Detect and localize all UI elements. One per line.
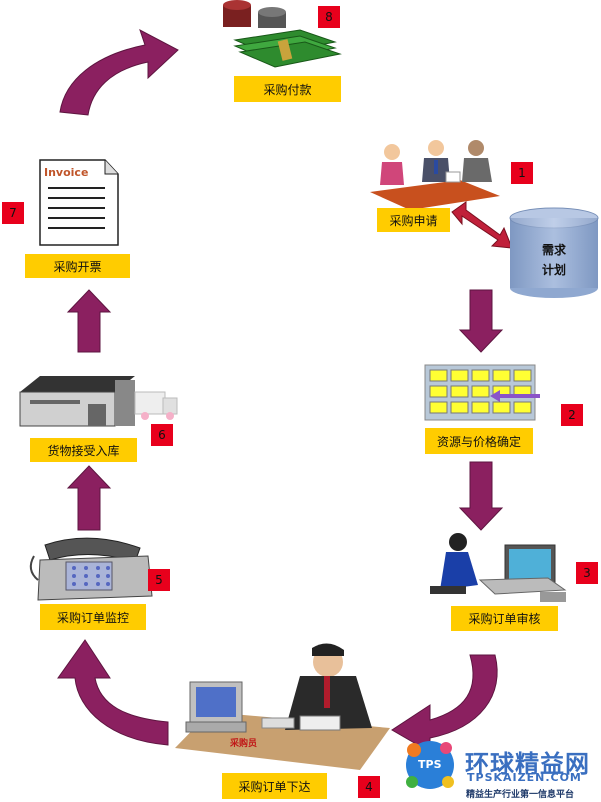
- step-8-label: 采购付款: [234, 76, 341, 102]
- step-1-label: 采购申请: [377, 208, 450, 232]
- curved-arrow-3-to-4: [392, 655, 497, 752]
- watermark-code: TPSKAIZEN.COM: [467, 771, 582, 784]
- connector-request-to-database: [452, 202, 512, 248]
- meeting-icon: [370, 140, 500, 210]
- step-7-number: 7: [2, 202, 24, 224]
- arrow-up-6-to-7: [68, 290, 110, 352]
- tps-logo-text: TPS: [418, 758, 442, 771]
- database-line-1: 需求: [510, 240, 598, 260]
- step-7-label: 采购开票: [25, 254, 130, 278]
- step-1-number: 1: [511, 162, 533, 184]
- warehouse-icon: [20, 376, 135, 426]
- computer-user-icon: [430, 533, 566, 602]
- desk-sign: 采购员: [230, 736, 257, 749]
- database-label: 需求 计划: [510, 240, 598, 280]
- telephone-icon: [31, 538, 152, 600]
- curved-arrow-4-to-5: [58, 640, 168, 745]
- database-line-2: 计划: [510, 260, 598, 280]
- step-4-label: 采购订单下达: [222, 773, 327, 799]
- step-3-label: 采购订单审核: [451, 606, 558, 631]
- arrow-down-2-to-3: [460, 462, 502, 530]
- arrow-up-5-to-6: [68, 466, 110, 530]
- step-5-number: 5: [148, 569, 170, 591]
- step-3-number: 3: [576, 562, 598, 584]
- grid-panel-icon: [425, 365, 540, 420]
- step-2-label: 资源与价格确定: [425, 428, 533, 454]
- step-6-number: 6: [151, 424, 173, 446]
- curved-arrow-7-to-8: [60, 30, 178, 115]
- arrow-down-1-to-2: [460, 290, 502, 352]
- step-2-number: 2: [561, 404, 583, 426]
- step-5-label: 采购订单监控: [40, 604, 146, 630]
- watermark-tagline: 精益生产行业第一信息平台: [466, 787, 574, 800]
- truck-icon: [135, 392, 177, 420]
- invoice-heading: Invoice: [44, 166, 88, 179]
- step-4-number: 4: [358, 776, 380, 798]
- manager-on-phone-icon: [175, 643, 390, 770]
- step-6-label: 货物接受入库: [30, 438, 137, 462]
- step-8-number: 8: [318, 6, 340, 28]
